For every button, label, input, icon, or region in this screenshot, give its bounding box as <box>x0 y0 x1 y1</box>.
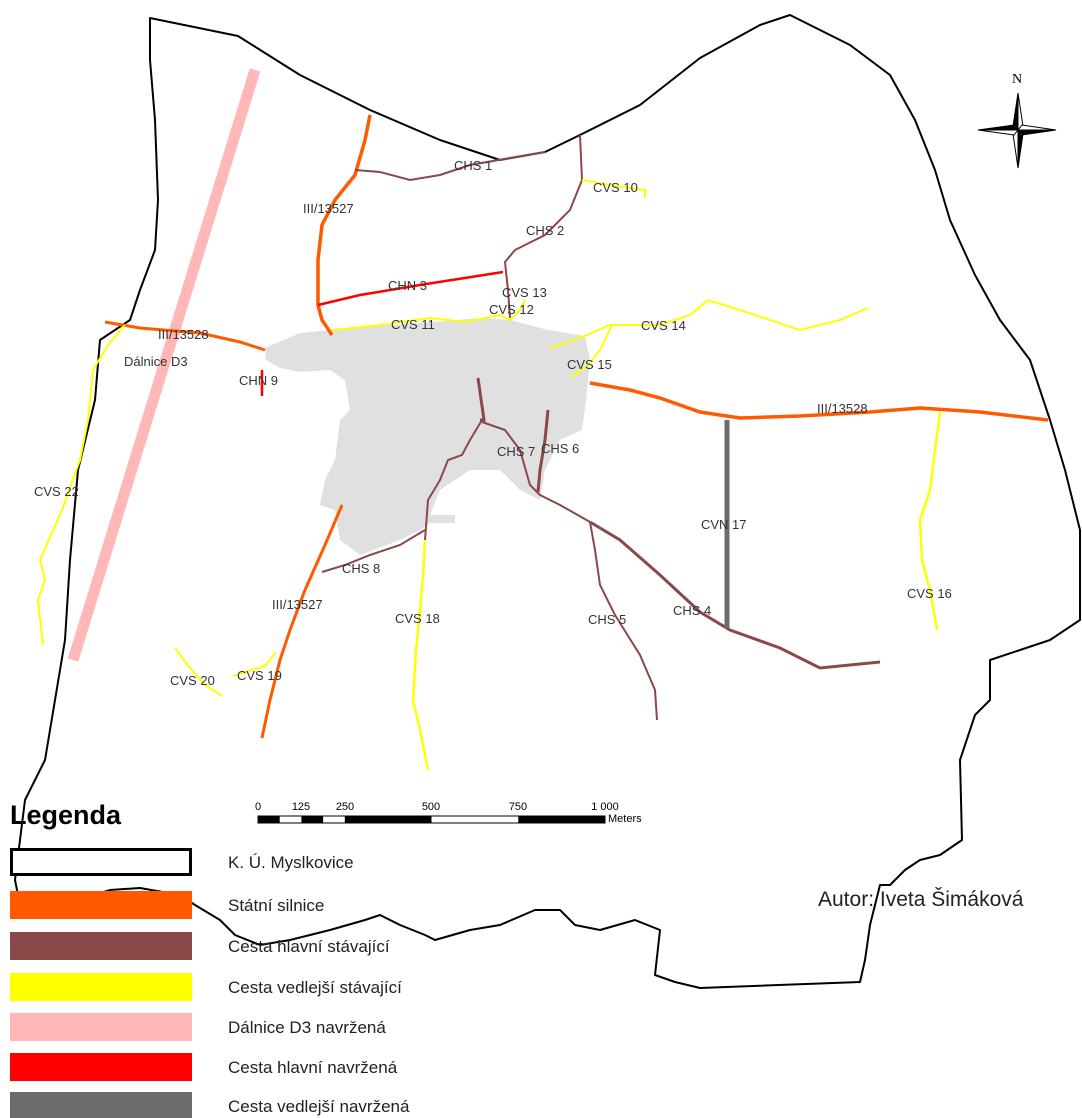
road-cvs16 <box>918 411 942 631</box>
legend-title: Legenda <box>10 800 122 830</box>
road-chs4 <box>589 520 881 670</box>
legend-swatch-motorway <box>10 1013 192 1041</box>
label-cvs19: CVS 19 <box>237 668 282 683</box>
road-chs5 <box>589 521 658 721</box>
label-iii13528-east: III/13528 <box>817 401 868 416</box>
state-road-iii13528-west <box>104 320 266 352</box>
legend-swatch-main-existing <box>10 932 192 960</box>
scale-tick-750: 750 <box>509 801 527 813</box>
label-chn9: CHN 9 <box>239 373 278 388</box>
legend-item-side-proposed: Cesta vedlejší navržená <box>10 1092 1010 1118</box>
legend-swatch-main-proposed <box>10 1053 192 1081</box>
scale-tick-500: 500 <box>422 801 440 813</box>
author-credit: Autor: Iveta Šimáková <box>818 888 1024 911</box>
legend-item-boundary: K. Ú. Myslkovice <box>10 848 1010 878</box>
road-chs6 <box>536 409 550 493</box>
label-chs5: CHS 5 <box>588 612 626 627</box>
label-chs7: CHS 7 <box>497 444 535 459</box>
label-iii13528-west: III/13528 <box>158 327 209 342</box>
label-iii13527-south: III/13527 <box>272 597 323 612</box>
label-chs6: CHS 6 <box>541 441 579 456</box>
label-cvs13: CVS 13 <box>502 285 547 300</box>
label-cvs12: CVS 12 <box>489 302 534 317</box>
legend-item-state-road: Státní silnice <box>10 891 1010 921</box>
label-chs2: CHS 2 <box>526 223 564 238</box>
scale-tick-250: 250 <box>336 801 354 813</box>
label-cvs20: CVS 20 <box>170 673 215 688</box>
legend-label-side-existing: Cesta vedlejší stávající <box>228 978 402 997</box>
cadastral-boundary <box>14 14 1081 989</box>
road-cvs15 <box>569 324 613 379</box>
road-cvs12 <box>509 299 526 321</box>
legend-item-motorway: Dálnice D3 navržená <box>10 1013 1010 1043</box>
label-iii13527-north: III/13527 <box>303 201 354 216</box>
scale-tick-1000: 1 000 <box>591 801 619 813</box>
road-chn3 <box>317 270 504 307</box>
village-area <box>265 318 590 555</box>
scale-unit: Meters <box>608 813 642 825</box>
label-chs4: CHS 4 <box>673 603 711 618</box>
motorway-d3 <box>67 68 261 662</box>
label-cvn17: CVN 17 <box>701 517 747 532</box>
legend-item-side-existing: Cesta vedlejší stávající <box>10 973 1010 1003</box>
road-chs-link <box>481 421 591 523</box>
scale-tick-0: 0 <box>255 801 261 813</box>
label-chs1: CHS 1 <box>454 158 492 173</box>
legend-swatch-side-existing <box>10 973 192 1001</box>
legend-label-state-road: Státní silnice <box>228 896 325 915</box>
label-chn3: CHN 3 <box>388 278 427 293</box>
road-chs2 <box>503 134 584 319</box>
state-road-iii13527-south <box>260 504 344 739</box>
legend-swatch-side-proposed <box>10 1092 192 1118</box>
north-letter: N <box>1012 72 1022 87</box>
label-cvs18: CVS 18 <box>395 611 440 626</box>
legend-item-main-proposed: Cesta hlavní navržená <box>10 1053 1010 1083</box>
legend-item-main-existing: Cesta hlavní stávající <box>10 932 1010 962</box>
legend-swatch-boundary <box>10 848 192 876</box>
legend-label-boundary: K. Ú. Myslkovice <box>228 853 354 872</box>
legend-swatch-state-road <box>10 891 192 919</box>
label-cvs22: CVS 22 <box>34 484 79 499</box>
state-road-iii13528-east <box>589 381 1049 422</box>
road-cvs14 <box>549 298 869 349</box>
road-chs1 <box>354 151 546 182</box>
state-road-iii13527-north <box>316 114 372 336</box>
north-arrow-icon: N <box>977 72 1057 169</box>
label-chs8: CHS 8 <box>342 561 380 576</box>
road-cvs19 <box>232 651 277 677</box>
legend-label-main-proposed: Cesta hlavní navržená <box>228 1058 398 1077</box>
label-cvs10: CVS 10 <box>593 180 638 195</box>
road-cvs22 <box>36 324 126 646</box>
road-chs8 <box>321 529 426 573</box>
label-cvs15: CVS 15 <box>567 357 612 372</box>
legend-label-motorway: Dálnice D3 navržená <box>228 1018 386 1037</box>
road-chs7 <box>424 419 483 541</box>
label-dalnice-d3: Dálnice D3 <box>124 354 188 369</box>
road-cvs18 <box>411 539 430 771</box>
road-cvs11 <box>331 313 511 331</box>
scale-bar: 0 125 250 500 750 1 000 Meters <box>255 801 642 825</box>
legend-label-side-proposed: Cesta vedlejší navržená <box>228 1097 410 1116</box>
label-cvs14: CVS 14 <box>641 318 686 333</box>
label-cvs11: CVS 11 <box>391 317 435 332</box>
scale-tick-125: 125 <box>292 801 310 813</box>
label-cvs16: CVS 16 <box>907 586 952 601</box>
road-cvs10 <box>581 179 646 198</box>
legend-label-main-existing: Cesta hlavní stávající <box>228 937 390 956</box>
road-cvs20 <box>174 647 223 697</box>
